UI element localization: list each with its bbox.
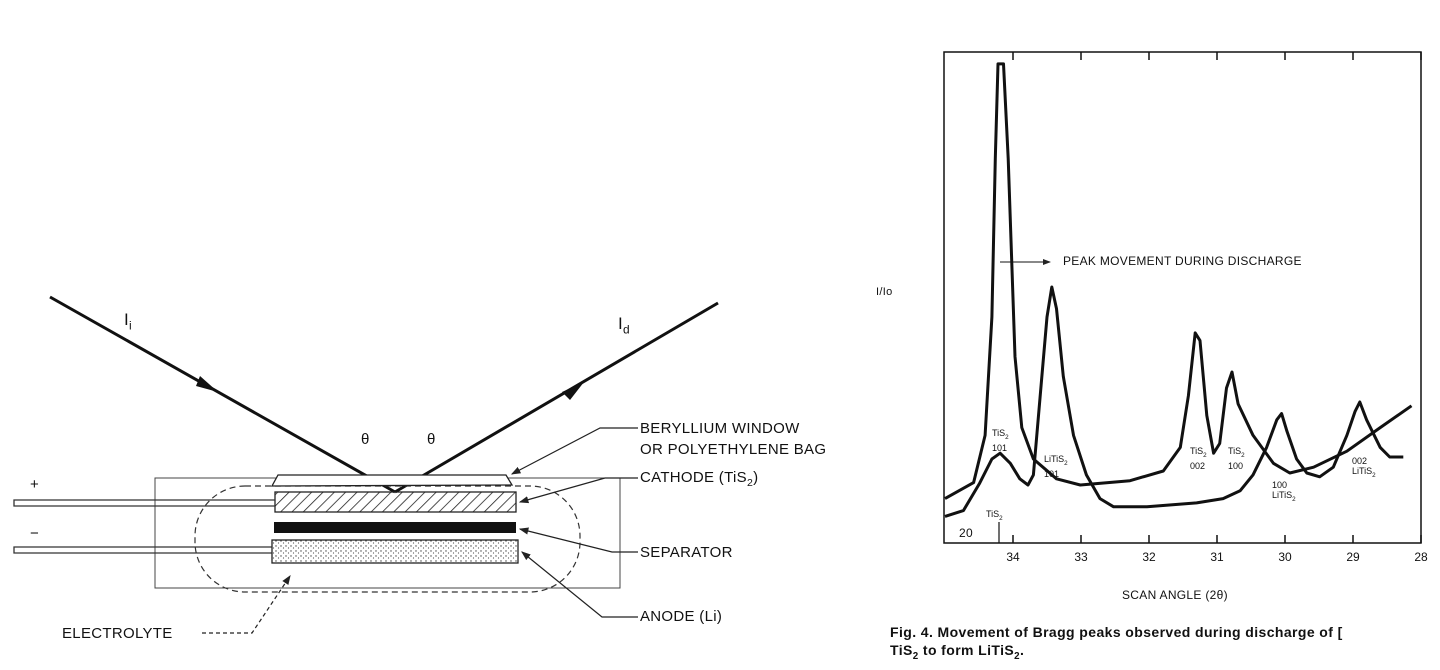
anode [271, 539, 519, 564]
minus-terminal-label: − [30, 525, 40, 542]
y-axis-label: I/Io [876, 286, 893, 298]
x-tick-label: 33 [1074, 550, 1088, 564]
incident-beam [49, 295, 396, 494]
x-tick-label: 34 [1006, 550, 1020, 564]
diffracted-beam [394, 301, 719, 494]
anode-label: ANODE (Li) [640, 608, 723, 625]
series-line-tis2 [944, 62, 1413, 500]
x-axis-label: SCAN ANGLE (2θ) [1122, 588, 1228, 602]
window-label-line1: BERYLLIUM WINDOW [640, 420, 800, 437]
x-tick-label: 31 [1210, 550, 1224, 564]
electrolyte-label: ELECTROLYTE [62, 625, 173, 642]
separator [274, 522, 516, 533]
x-tick-label: 28 [1414, 550, 1428, 564]
separator-label: SEPARATOR [640, 544, 733, 561]
diffracted-beam-label: Id [618, 314, 630, 337]
peak-movement-annotation: PEAK MOVEMENT DURING DISCHARGE [1063, 254, 1302, 268]
plot-frame [943, 51, 1422, 544]
series-line-litis2 [944, 285, 1404, 518]
x-tick-label: 32 [1142, 550, 1156, 564]
figure-caption-line2: TiS2 to form LiTiS2. [890, 642, 1025, 662]
xray-cell-diagram [13, 295, 719, 634]
cathode-label: CATHODE (TiS2) [640, 469, 759, 489]
x-tick-label: 29 [1346, 550, 1360, 564]
corner-label: 20 [959, 526, 973, 540]
incident-arrowhead-icon [196, 376, 218, 392]
incident-beam-label: Ii [124, 310, 132, 333]
cathode [274, 491, 517, 513]
negative-lead [13, 546, 272, 554]
x-tick-label: 30 [1278, 550, 1292, 564]
beryllium-window [270, 474, 514, 487]
theta-right-label: θ [427, 431, 436, 448]
positive-lead [13, 499, 275, 507]
diffracted-arrowhead-icon [562, 382, 584, 400]
figure-caption-line1: Fig. 4. Movement of Bragg peaks observed… [890, 624, 1343, 640]
window-label-line2: OR POLYETHYLENE BAG [640, 441, 827, 458]
plus-terminal-label: + [30, 476, 40, 493]
tis2-marker-label: TiS2 [986, 509, 1003, 522]
theta-left-label: θ [361, 431, 370, 448]
